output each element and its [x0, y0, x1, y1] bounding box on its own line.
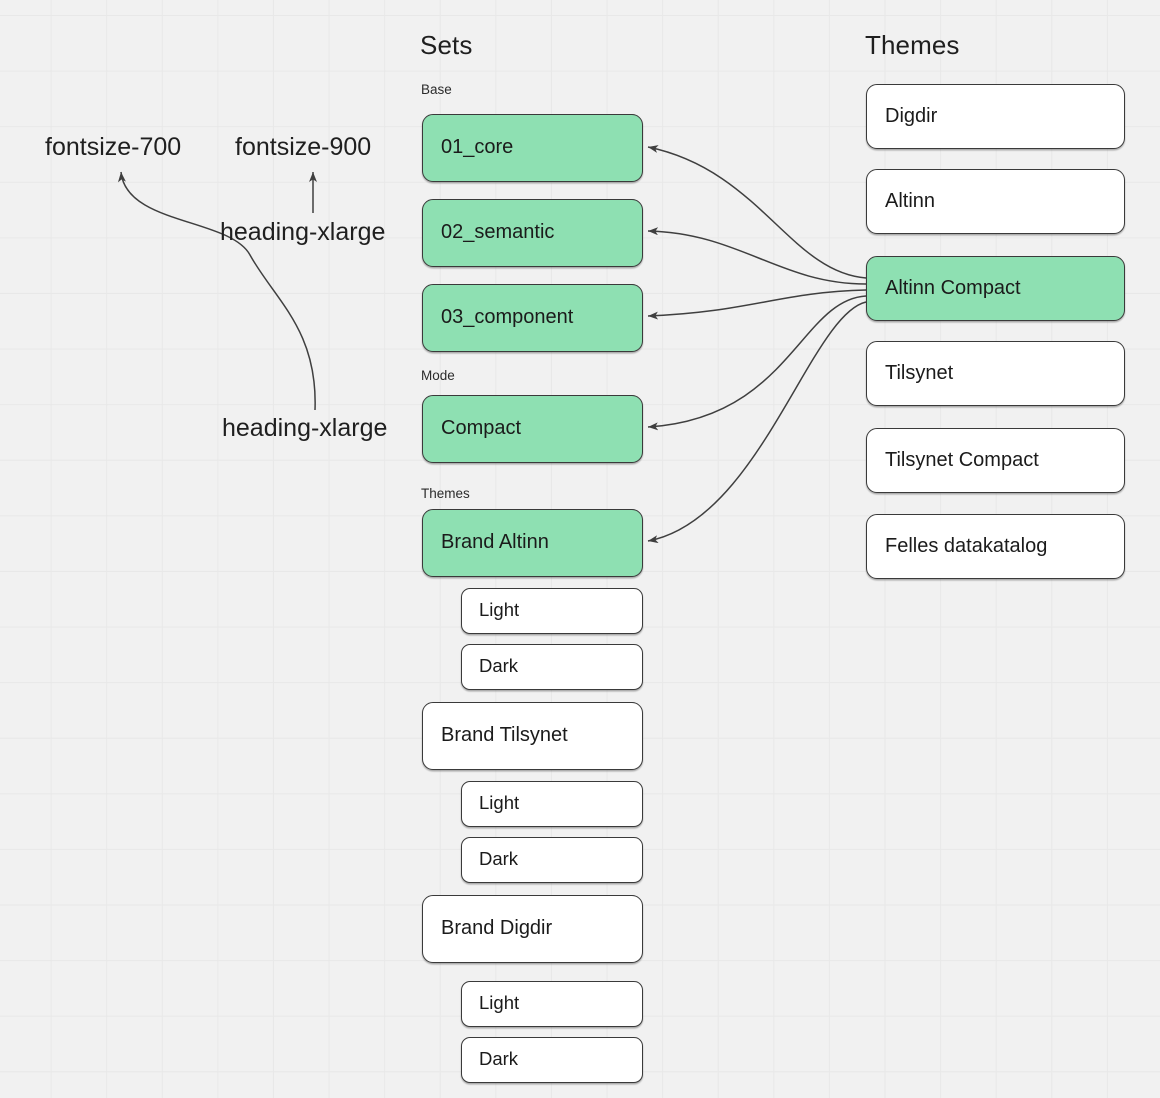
node-label: Dark: [479, 847, 519, 869]
themes-column-heading: Themes: [865, 30, 960, 60]
edge-altinn-compact-to-brand-altinn: [647, 301, 867, 544]
node-theme-felles-datakatalog[interactable]: Felles datakatalog: [866, 514, 1125, 579]
edge-altinn-compact-to-01-core: [647, 145, 867, 279]
node-compact[interactable]: Compact: [422, 395, 643, 463]
annotation-edge-fontsize-700: [117, 171, 316, 411]
node-label: Brand Tilsynet: [441, 724, 568, 746]
node-label: Tilsynet Compact: [885, 448, 1039, 471]
sets-column-heading: Sets: [420, 30, 473, 60]
annotation-heading-xlarge-lower: heading-xlarge: [222, 414, 388, 442]
node-theme-tilsynet-compact[interactable]: Tilsynet Compact: [866, 428, 1125, 493]
node-01-core[interactable]: 01_core: [422, 114, 643, 182]
node-brand-tilsynet-dark[interactable]: Dark: [461, 837, 643, 883]
node-label: Compact: [441, 417, 522, 439]
node-02-semantic[interactable]: 02_semantic: [422, 199, 643, 267]
group-label-base: Base: [421, 82, 452, 97]
node-label: Altinn Compact: [885, 276, 1021, 299]
node-label: Light: [479, 791, 520, 813]
node-theme-tilsynet[interactable]: Tilsynet: [866, 341, 1125, 406]
node-brand-altinn-light[interactable]: Light: [461, 588, 643, 634]
node-brand-altinn[interactable]: Brand Altinn: [422, 509, 643, 577]
node-label: Light: [479, 598, 520, 620]
node-label: 03_component: [441, 306, 574, 328]
node-brand-tilsynet-light[interactable]: Light: [461, 781, 643, 827]
annotation-fontsize-900: fontsize-900: [235, 133, 372, 161]
node-label: Dark: [479, 654, 519, 676]
node-brand-digdir[interactable]: Brand Digdir: [422, 895, 643, 963]
node-03-component[interactable]: 03_component: [422, 284, 643, 352]
node-brand-digdir-dark[interactable]: Dark: [461, 1037, 643, 1083]
annotation-heading-xlarge-upper: heading-xlarge: [220, 218, 386, 246]
node-label: 02_semantic: [441, 221, 555, 243]
node-label: Digdir: [885, 104, 938, 127]
node-theme-digdir[interactable]: Digdir: [866, 84, 1125, 149]
annotation-fontsize-700: fontsize-700: [45, 133, 182, 161]
edge-altinn-compact-to-02-semantic: [647, 227, 867, 285]
node-brand-digdir-light[interactable]: Light: [461, 981, 643, 1027]
node-label: Brand Altinn: [441, 531, 549, 553]
node-label: Tilsynet: [885, 361, 954, 384]
edge-altinn-compact-to-compact: [647, 295, 867, 431]
edge-altinn-compact-to-03-component: [647, 289, 867, 320]
node-label: Felles datakatalog: [885, 534, 1048, 557]
node-label: Dark: [479, 1047, 519, 1069]
node-label: Brand Digdir: [441, 917, 553, 939]
node-label: 01_core: [441, 136, 514, 158]
group-label-themes: Themes: [421, 486, 470, 501]
node-label: Light: [479, 991, 520, 1013]
node-brand-tilsynet[interactable]: Brand Tilsynet: [422, 702, 643, 770]
group-label-mode: Mode: [421, 368, 455, 383]
node-theme-altinn-compact[interactable]: Altinn Compact: [866, 256, 1125, 321]
node-theme-altinn[interactable]: Altinn: [866, 169, 1125, 234]
node-label: Altinn: [885, 189, 936, 212]
node-brand-altinn-dark[interactable]: Dark: [461, 644, 643, 690]
